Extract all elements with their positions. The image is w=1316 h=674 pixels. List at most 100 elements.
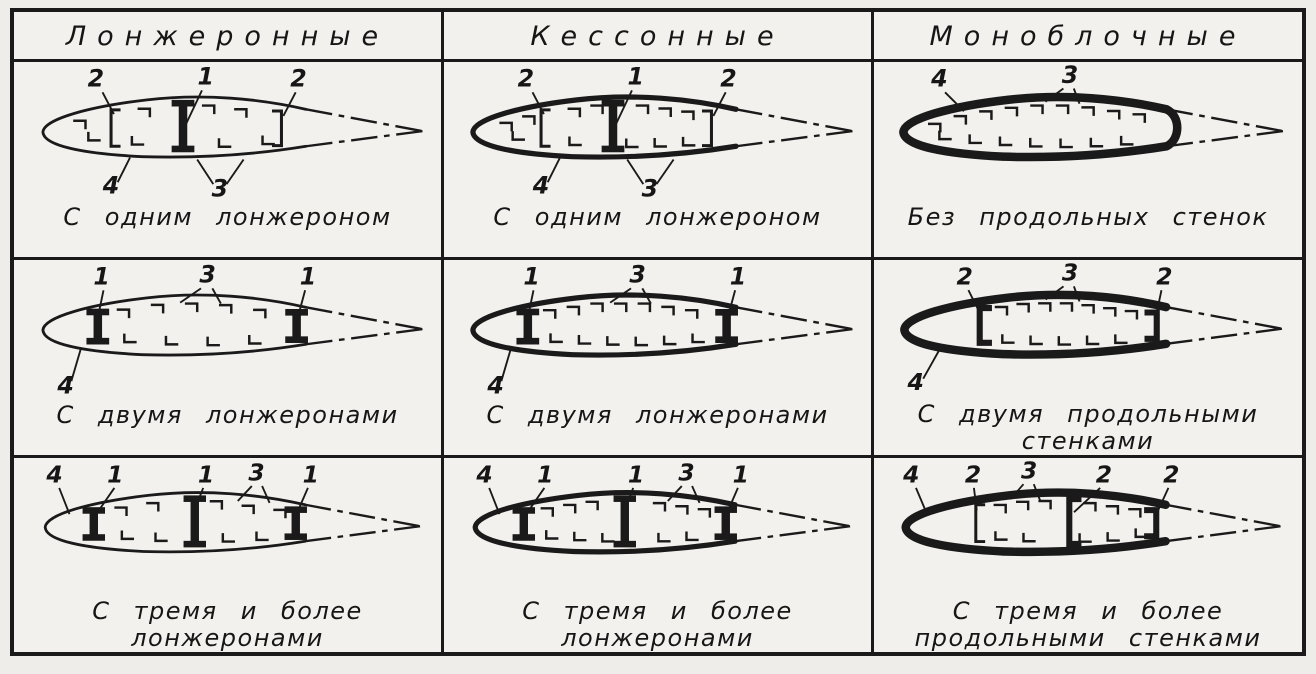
stringer-mark-bottom: [573, 531, 587, 542]
spar-flange-top: [183, 495, 206, 502]
stringer-mark-top: [979, 110, 993, 120]
callout-number: 2: [965, 460, 981, 488]
stringer-mark-top: [116, 308, 131, 319]
stringer-mark-bottom: [653, 137, 667, 148]
stringer-mark-bottom: [1029, 335, 1043, 346]
stringer-mark-top: [522, 115, 536, 125]
spar-flange-top: [86, 308, 110, 316]
stringer-mark-bottom: [681, 136, 696, 147]
wall-bracket: [974, 503, 986, 544]
callout-number: 4: [930, 65, 947, 93]
stringer-mark-bottom: [120, 530, 134, 541]
trailing-edge-break-line: [1165, 525, 1281, 543]
stringer-mark-bottom: [1089, 137, 1104, 148]
callout-number: 1: [730, 263, 746, 291]
trailing-edge-break-line: [304, 503, 421, 528]
callout-leader-line: [922, 348, 941, 380]
callout-number: 4: [45, 460, 62, 488]
cell-caption: С тремя и более лонжеронами: [14, 598, 441, 652]
stringer-mark-top: [613, 302, 628, 313]
stringer-mark-bottom: [568, 136, 582, 147]
cell-caption: С двумя лонжеронами: [444, 402, 871, 429]
callout-leader-line: [609, 287, 632, 304]
caption-line: С одним лонжероном: [63, 203, 392, 231]
callout-leader-line: [1157, 487, 1170, 511]
callout-leader-line: [531, 91, 545, 115]
caption-line: продольными стенками: [914, 624, 1262, 652]
callout-leader-line: [500, 348, 512, 382]
callout-number: 1: [537, 460, 553, 488]
callout-leader-line: [1073, 487, 1101, 513]
stringer-mark-top: [1124, 309, 1139, 320]
stringer-mark-top: [1103, 306, 1117, 317]
stringer-mark-top: [637, 302, 652, 313]
stringer-mark-top: [697, 507, 712, 518]
wall-bracket: [701, 109, 713, 148]
wing-skin-outline: [41, 95, 308, 159]
trailing-edge-break-line: [1166, 108, 1284, 133]
spar-flange-bottom: [183, 540, 206, 548]
stringer-mark-top: [1055, 104, 1070, 115]
spar-web: [291, 511, 300, 536]
stringer-mark-top: [953, 114, 968, 125]
callout-leader-line: [967, 289, 981, 314]
stringer-mark-top: [1083, 501, 1097, 512]
callout-number: 3: [199, 261, 215, 289]
stringer-mark-top: [1004, 106, 1019, 117]
spar-flange-top: [601, 99, 625, 107]
cell-caption: С двумя лонжеронами: [14, 402, 441, 429]
stringer-mark-top: [184, 302, 199, 313]
callout-leader-line: [96, 487, 116, 513]
cell-caption: Без продольных стенок: [874, 204, 1302, 231]
callout-number: 4: [902, 460, 919, 488]
callout-number: 3: [678, 458, 694, 486]
stringer-mark-top: [1128, 507, 1142, 518]
stringer-mark-bottom: [1134, 528, 1148, 539]
stringer-mark-top: [1081, 303, 1095, 314]
stringer-mark-bottom: [549, 333, 563, 344]
spar-flange-top: [516, 308, 540, 316]
callout-number: 1: [300, 263, 316, 291]
callout-number: 1: [523, 263, 539, 291]
callout-number: 1: [93, 263, 109, 291]
callout-number: 3: [1062, 260, 1078, 287]
caption-line: Без продольных стенок: [907, 203, 1269, 231]
callout-number: 3: [1062, 62, 1078, 89]
stringer-mark-top: [684, 308, 699, 319]
callout-leader-line: [101, 91, 115, 115]
spar-web: [190, 500, 199, 543]
stringer-mark-top: [1132, 113, 1147, 123]
stringer-mark-top: [681, 110, 695, 121]
stringer-mark-bottom: [261, 135, 275, 146]
stringer-mark-top: [234, 108, 248, 118]
stringer-mark-top: [114, 506, 128, 516]
stringer-mark-bottom: [1085, 335, 1100, 346]
cell-caption: С тремя и более лонжеронами: [444, 598, 871, 652]
stringer-mark-top: [675, 505, 689, 515]
trailing-edge-break-line: [735, 327, 853, 346]
wall-channel: [1144, 309, 1160, 342]
callout-leader-line: [625, 487, 635, 506]
stringer-mark-top: [218, 303, 233, 314]
caption-line: С тремя и более: [92, 597, 363, 626]
trailing-edge-break-line: [1166, 129, 1284, 148]
callout-leader-line: [626, 158, 645, 185]
stringer-mark-bottom: [994, 531, 1008, 541]
stringer-mark-bottom: [634, 336, 649, 347]
callout-leader-line: [546, 157, 561, 183]
callout-leader-line: [1155, 289, 1163, 313]
caption-line: лонжеронами: [561, 624, 754, 652]
wall-channel: [1144, 507, 1160, 540]
spar-flange-top: [285, 308, 308, 316]
spar-flange-top: [284, 506, 307, 513]
header-label: Кессонные: [530, 21, 785, 52]
stringer-mark-bottom: [1119, 135, 1134, 146]
wing-skin-outline: [470, 292, 739, 358]
